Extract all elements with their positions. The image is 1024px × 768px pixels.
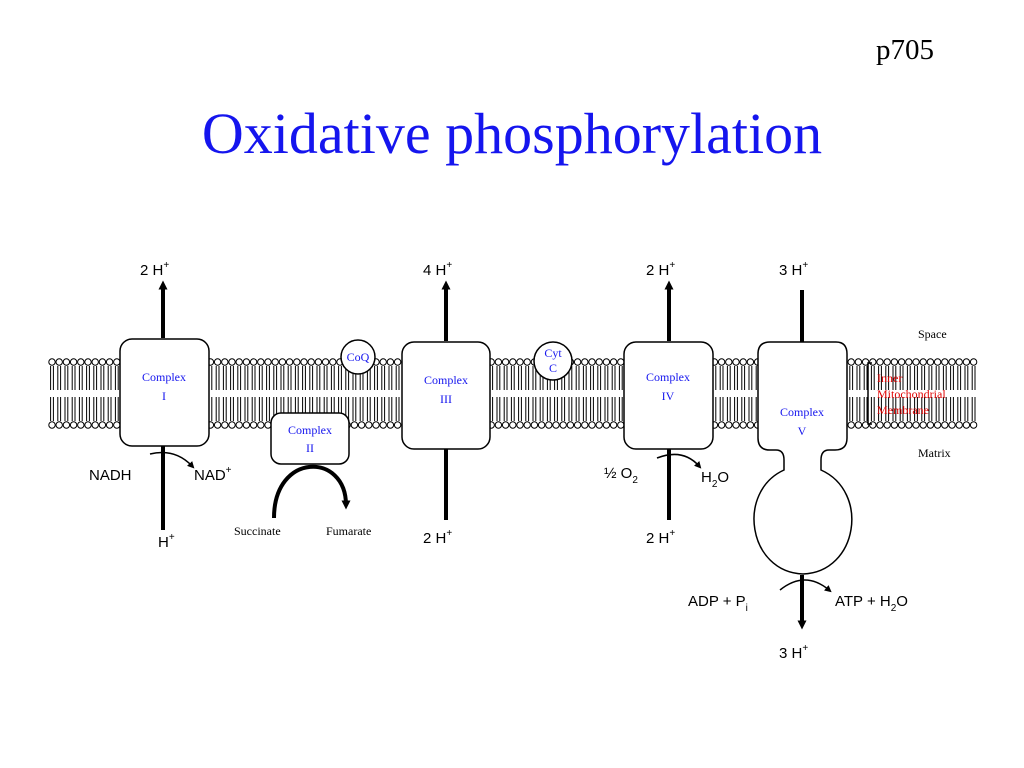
water-label: H2O [701,469,729,490]
page-reference: p705 [876,34,934,66]
membrane-bracket [867,362,872,425]
membrane-label-inner: Inner [877,371,902,385]
complex-ii[interactable]: Complex II [270,412,351,519]
cytochrome-c-carrier[interactable]: Cyt C [533,341,573,381]
succinate-fumarate-arrow [272,464,351,519]
complex-ii-box [270,412,350,465]
complex-i-proton-out-label: 2 H+ [140,260,169,279]
complex-iv-number: IV [662,389,675,403]
complex-i-proton-in-label: H+ [158,532,175,551]
nadh-label: NADH [89,467,132,484]
coq-circle [340,339,376,375]
complex-iv[interactable]: Complex IV [623,280,714,520]
complex-iii-proton-out-label: 4 H+ [423,260,452,279]
oxygen-to-water-arrow [656,453,702,469]
complex-iv-label: Complex [646,370,690,384]
complex-v-label: Complex [780,405,824,419]
complex-iii[interactable]: Complex III [401,280,491,520]
complex-iii-proton-in-label: 2 H+ [423,528,452,547]
coq-carrier[interactable]: CoQ [340,339,376,375]
space-label: Space [918,327,947,341]
nadh-to-nad-arrow [149,451,195,469]
complex-i[interactable]: Complex I [119,280,210,530]
fumarate-label: Fumarate [326,524,371,538]
coq-label: CoQ [347,350,370,364]
complex-i-number: I [162,389,166,403]
half-oxygen-label: ½ O2 [604,465,638,486]
complex-v-atp-synthase[interactable]: Complex V [753,290,853,630]
complex-i-box [119,338,210,447]
complex-v-body [753,341,853,575]
complex-iii-label: Complex [424,373,468,387]
complex-ii-number: II [306,441,314,455]
cyt-c-circle [533,341,573,381]
complex-i-label: Complex [142,370,186,384]
complex-iii-box [401,341,491,450]
complex-iv-proton-out-label: 2 H+ [646,260,675,279]
complex-v-number: V [798,424,807,438]
complex-iii-number: III [440,392,452,406]
slide-title: Oxidative phosphorylation [201,101,823,166]
complex-iv-box [623,341,714,450]
adp-pi-label: ADP + Pi [688,593,748,614]
complex-iv-proton-in-label: 2 H+ [646,528,675,547]
matrix-label: Matrix [918,446,951,460]
cyt-c-label-line2: C [549,361,557,375]
complex-v-bottom-proton-label: 3 H+ [779,643,808,662]
membrane-label-membrane: Membrane [877,403,929,417]
adp-to-atp-arrow [779,579,832,593]
nad-label: NAD+ [194,465,232,484]
complex-v-top-proton-label: 3 H+ [779,260,808,279]
complex-ii-label: Complex [288,423,332,437]
membrane-label-mitochondrial: Mitochondrial [877,387,946,401]
cyt-c-label-line1: Cyt [544,346,562,360]
succinate-label: Succinate [234,524,281,538]
atp-water-label: ATP + H2O [835,593,908,614]
